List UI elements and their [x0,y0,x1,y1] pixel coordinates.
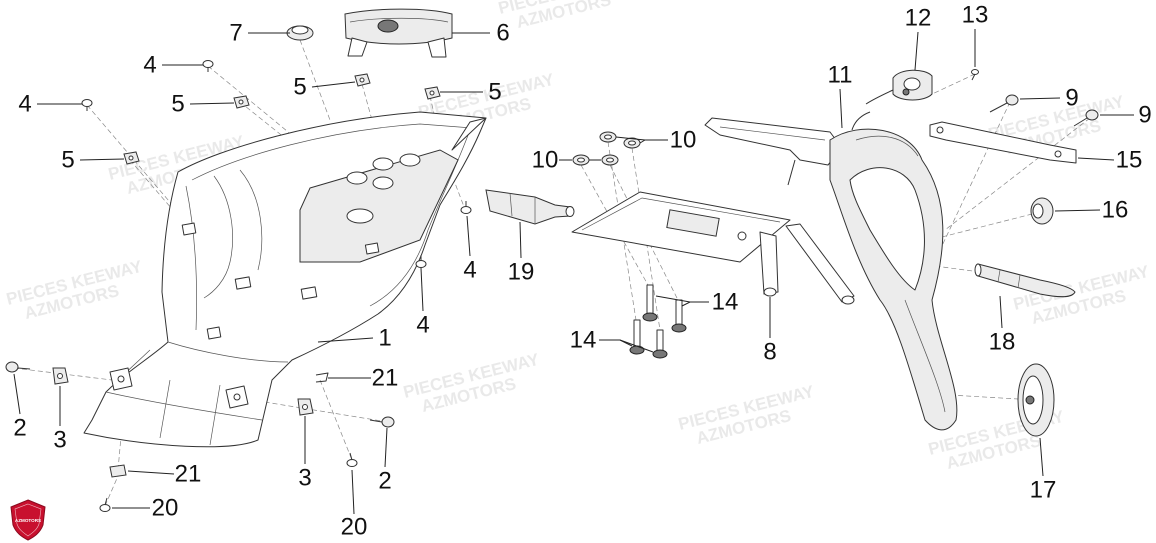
callout-15: 15 [1116,147,1143,174]
screw [415,255,427,268]
bolt [671,299,687,333]
callout-5: 5 [61,147,74,174]
callout-4: 4 [463,257,476,284]
clip [233,95,250,109]
part-bottom-fasteners [5,361,395,512]
callout-14: 14 [570,327,597,354]
clip [354,73,371,87]
part-bolts [629,284,687,359]
callout-18: 18 [989,329,1016,356]
bolt [629,319,645,355]
callout-21: 21 [175,461,202,488]
screw [81,99,93,111]
callout-9: 9 [1065,85,1078,112]
callout-5: 5 [293,74,306,101]
spring-clip [315,372,329,383]
callout-4: 4 [18,91,31,118]
bolt [652,329,668,359]
callout-20: 20 [341,514,368,541]
washer [599,131,617,143]
nut-clip [297,398,314,416]
callout-2: 2 [378,468,391,495]
washer [601,154,619,166]
part-grommet-top [286,25,314,41]
part-clips [123,73,441,165]
part-center-bracket [571,191,855,305]
part-license-holder [704,111,958,431]
bolt [5,361,31,373]
callout-labels: 7 6 4 5 5 4 5 5 4 19 4 1 21 2 3 21 3 2 2… [13,2,1151,541]
callout-21: 21 [372,365,399,392]
callout-5: 5 [171,91,184,118]
callout-12: 12 [905,5,932,32]
washer [623,137,641,149]
callout-3: 3 [298,465,311,492]
callout-10: 10 [670,127,697,154]
part-tail-light-housing [344,8,453,58]
part-cylinder [485,189,575,225]
watermark: PIECES KEEWAY AZMOTORS [1011,262,1151,328]
callout-13: 13 [962,2,989,29]
leader-lines [13,29,1134,515]
screw [99,497,111,512]
callout-6: 6 [496,20,509,47]
callout-20: 20 [152,495,179,522]
logo-text: AZMOTORS [15,518,41,523]
screw [202,60,214,72]
callout-2: 2 [13,415,26,442]
callout-9: 9 [1138,102,1151,129]
callout-1: 1 [378,325,391,352]
watermark: PIECES KEEWAY AZMOTORS [401,350,541,416]
callout-11: 11 [828,62,853,89]
callout-10: 10 [532,147,559,174]
part-light-screw [971,69,979,81]
bolt [369,416,395,428]
callout-19: 19 [508,259,535,286]
part-rear-cowl [83,111,487,448]
callout-4: 4 [143,52,156,79]
part-side-bracket [929,121,1077,164]
screw [346,452,358,467]
callout-14: 14 [712,289,739,316]
screw [460,201,472,214]
callout-4: 4 [416,312,429,339]
clip [123,151,140,165]
part-round-reflector [1017,363,1055,437]
part-holder-bolts [989,94,1099,127]
callout-8: 8 [763,339,776,366]
watermark: PIECES KEEWAY AZMOTORS [4,257,144,323]
callout-17: 17 [1030,477,1057,504]
part-reflector-stalk [974,263,1076,298]
bolt [642,284,658,322]
callout-7: 7 [229,20,242,47]
watermark: PIECES KEEWAY AZMOTORS [496,0,636,32]
part-grommet-side [1030,197,1054,225]
callout-16: 16 [1102,197,1129,224]
washer [572,154,590,166]
callout-3: 3 [53,427,66,454]
azmotors-logo: AZMOTORS [10,499,46,541]
callout-5: 5 [488,79,501,106]
nut-clip [52,367,69,385]
watermark: PIECES KEEWAY AZMOTORS [676,382,816,448]
spring-clip [109,464,127,478]
clip [424,86,441,100]
part-washers [572,131,641,166]
part-screws [81,60,472,268]
part-plate-light [865,69,933,105]
